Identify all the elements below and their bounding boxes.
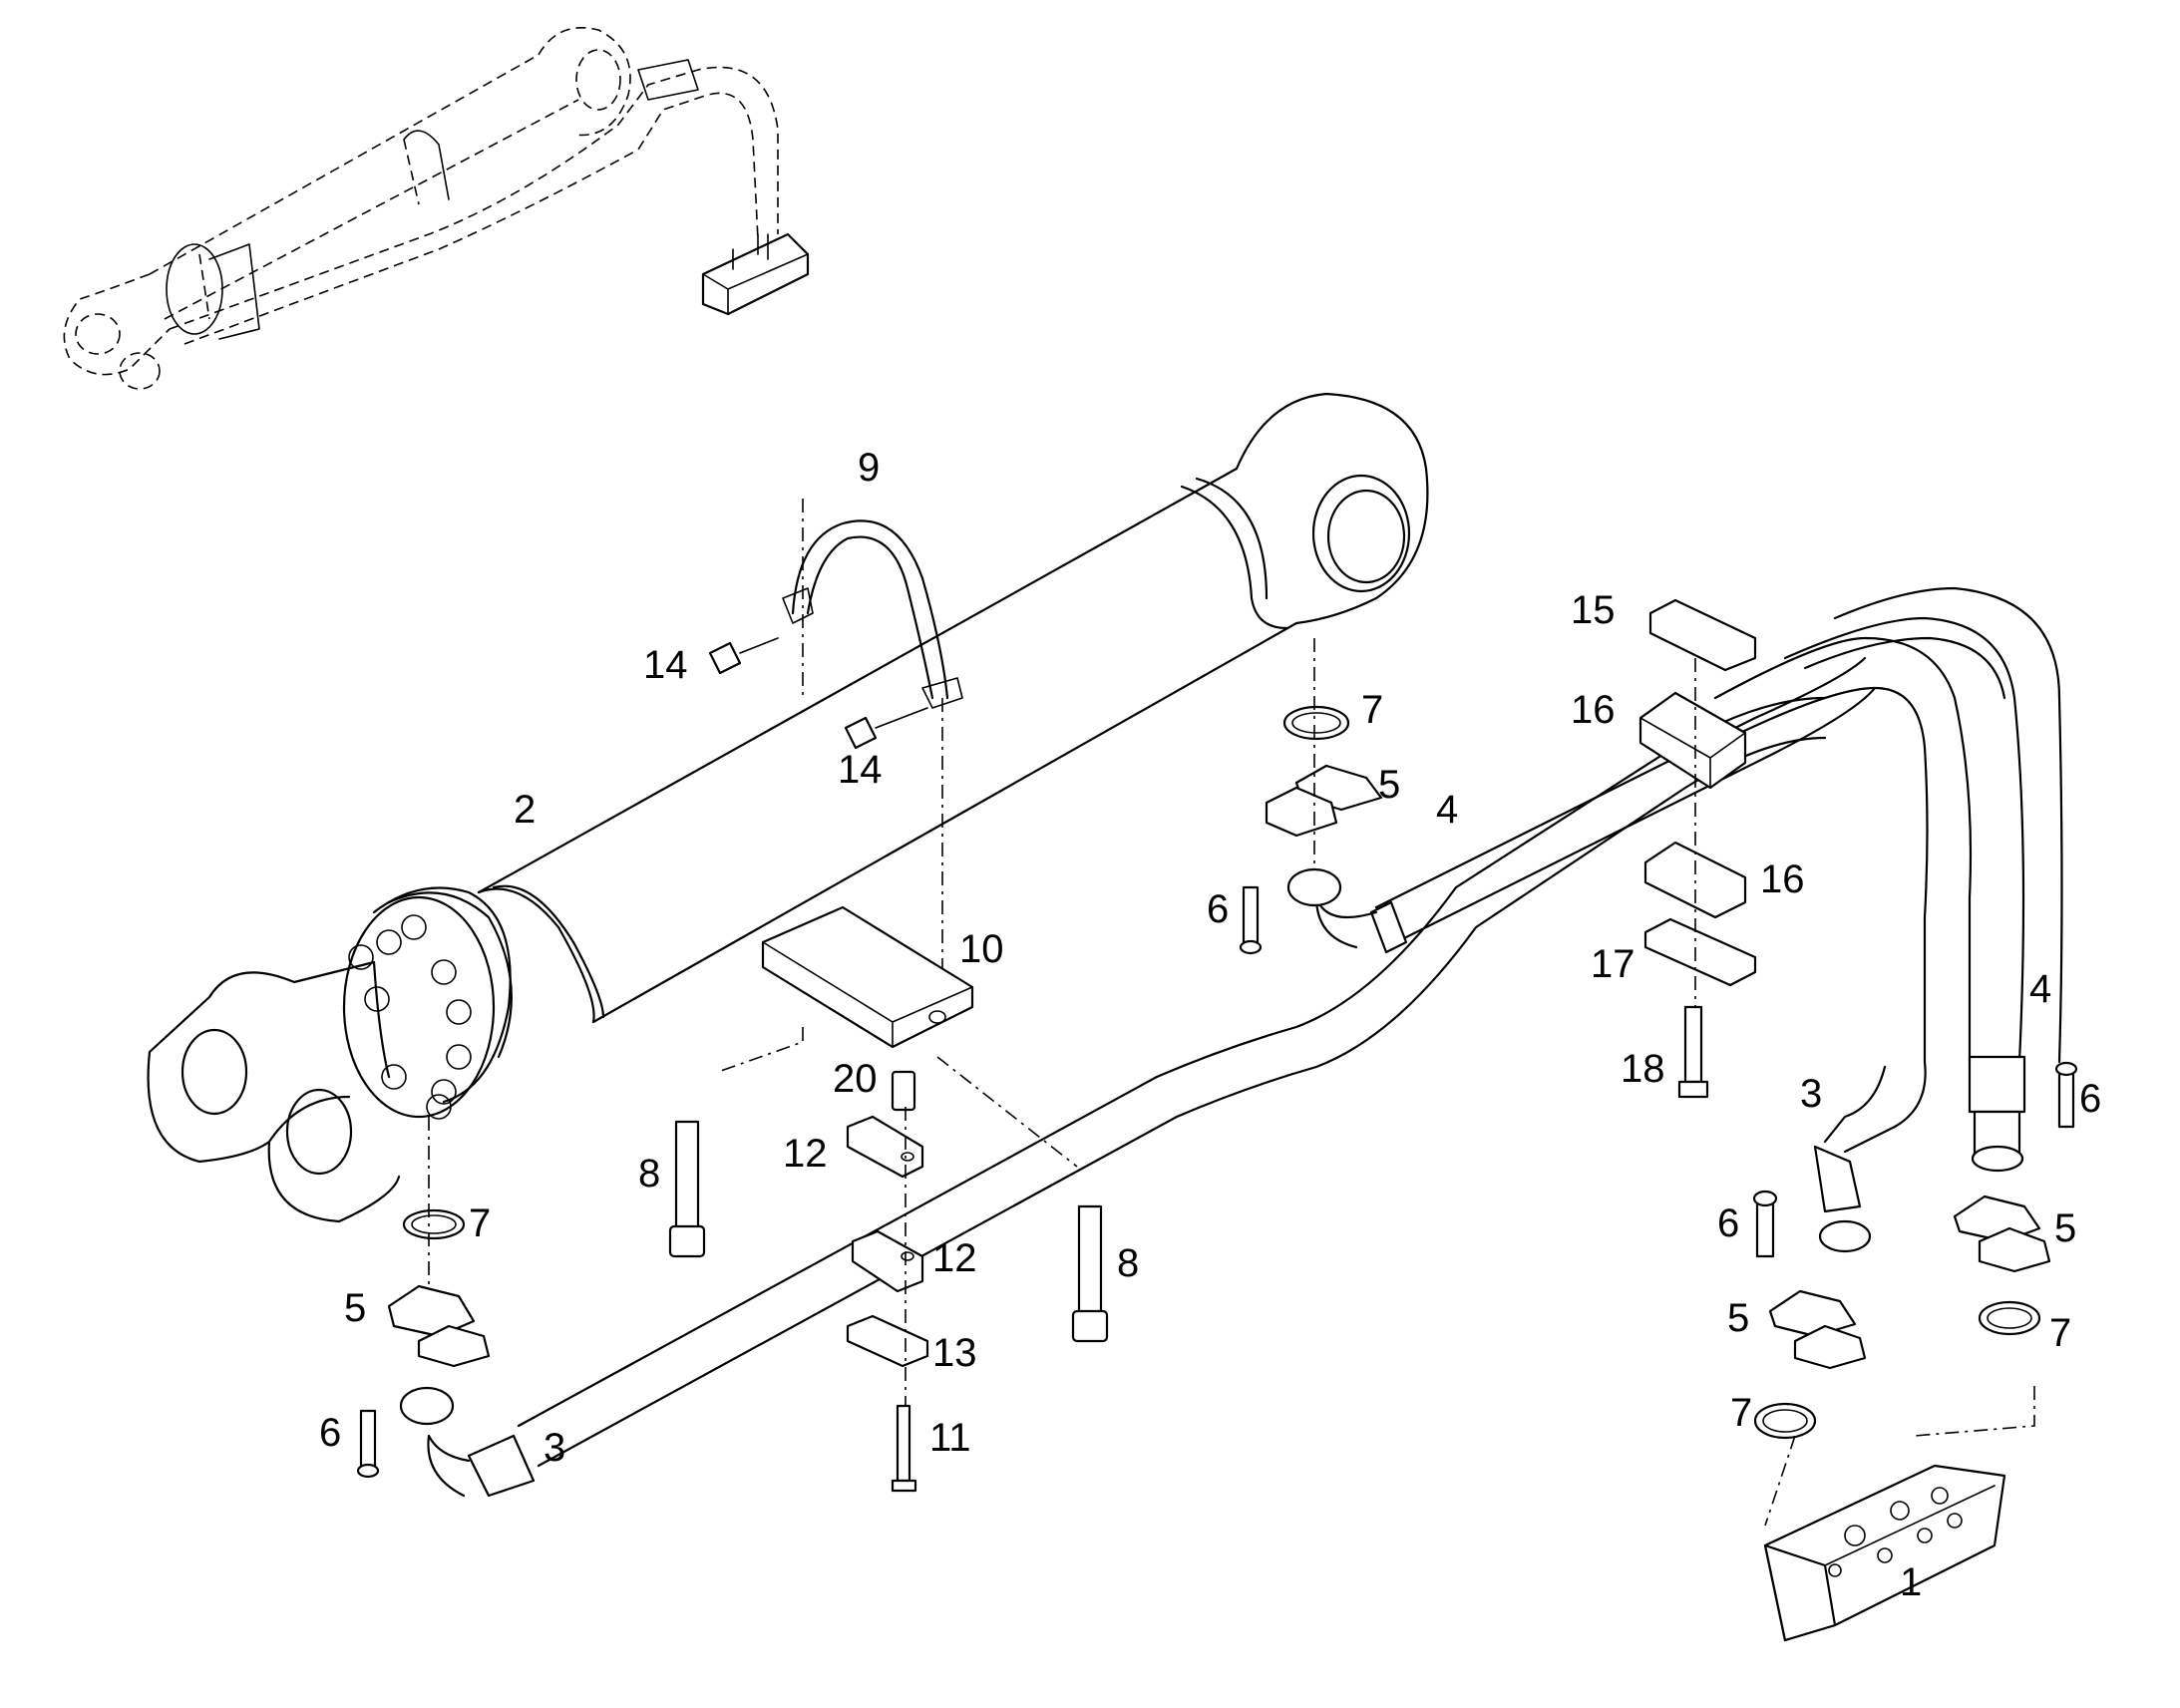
callout-7-top: 7	[1361, 688, 1383, 732]
callout-5-top: 5	[1378, 763, 1400, 807]
callout-7-right-a: 7	[2049, 1311, 2071, 1355]
hose-bends-right	[1713, 586, 2063, 1253]
bolt-6-right-b	[1752, 1190, 1778, 1258]
o-ring-7-right-b	[1753, 1402, 1817, 1440]
bolt-6-top	[1239, 885, 1263, 955]
callout-17: 17	[1591, 942, 1635, 986]
flange-halves-5-right-b	[1768, 1289, 1867, 1370]
callout-6-right-a: 6	[2079, 1077, 2101, 1121]
bolt-6-right-a	[2054, 1061, 2078, 1129]
callout-18: 18	[1621, 1047, 1665, 1091]
plate-17	[1643, 917, 1757, 987]
callout-6-right-b: 6	[1717, 1201, 1739, 1245]
callout-7-left: 7	[469, 1201, 491, 1245]
hose-3-long	[399, 696, 1827, 1498]
flange-halves-5-right-a	[1953, 1195, 2051, 1273]
axis-line-right	[1914, 1386, 2035, 1437]
bolt-8-left	[668, 1120, 706, 1258]
callout-4-mid: 4	[1436, 788, 1458, 832]
callout-6-left: 6	[319, 1411, 341, 1455]
callout-7-right-b: 7	[1730, 1391, 1752, 1435]
overview-assembly-inset	[63, 26, 810, 390]
callout-16-upper: 16	[1571, 688, 1616, 732]
callout-9: 9	[858, 446, 880, 490]
callout-6-top: 6	[1207, 887, 1229, 931]
callout-1: 1	[1900, 1560, 1922, 1604]
o-ring-7-top	[1282, 705, 1350, 741]
o-ring-7-left	[402, 1208, 466, 1240]
callout-5-left: 5	[344, 1286, 366, 1330]
bolt-8-right	[1071, 1204, 1109, 1343]
callout-12-lower: 12	[932, 1236, 977, 1280]
callout-5-right-a: 5	[2054, 1206, 2076, 1250]
clamp-half-16-upper	[1638, 691, 1747, 790]
callout-2: 2	[514, 788, 536, 832]
clamp-band	[782, 499, 963, 997]
callout-8-right: 8	[1117, 1241, 1139, 1285]
callout-11: 11	[929, 1416, 971, 1460]
flange-halves-5-left	[387, 1284, 491, 1368]
set-screw-lower	[844, 707, 928, 750]
cylinder-tube	[147, 392, 1429, 1223]
manifold-block	[1763, 1464, 2006, 1642]
callout-14-lower: 14	[838, 748, 883, 792]
bolt-6-left	[356, 1409, 380, 1479]
plate-15	[1648, 598, 1757, 672]
set-screw-upper	[708, 637, 779, 675]
callout-5-right-b: 5	[1727, 1296, 1749, 1340]
callout-3-left: 3	[544, 1426, 565, 1470]
clamp-half-upper-left	[846, 1115, 924, 1179]
spacer-20	[891, 1070, 916, 1112]
clamp-half-lower-left	[851, 1229, 924, 1293]
callout-15: 15	[1571, 588, 1616, 632]
mount-block	[717, 905, 1078, 1168]
hose-4-middle	[1286, 656, 1877, 954]
callout-8-left: 8	[638, 1152, 660, 1196]
axis-line-right-b	[1764, 1435, 1796, 1527]
callout-13: 13	[932, 1331, 977, 1375]
clamp-half-16-lower	[1643, 841, 1747, 919]
callout-16-lower: 16	[1760, 857, 1805, 901]
callout-14-upper: 14	[643, 643, 688, 687]
flange-halves-5-top	[1265, 764, 1383, 838]
bolt-11	[891, 1404, 917, 1493]
bolt-18	[1677, 1005, 1709, 1099]
callout-4-right: 4	[2029, 967, 2051, 1011]
o-ring-7-right-a	[1978, 1300, 2041, 1336]
callout-20: 20	[833, 1057, 878, 1101]
callout-10: 10	[959, 927, 1004, 971]
plate-13	[846, 1314, 929, 1368]
callout-3-right: 3	[1800, 1072, 1822, 1116]
callout-12-upper: 12	[783, 1132, 828, 1176]
